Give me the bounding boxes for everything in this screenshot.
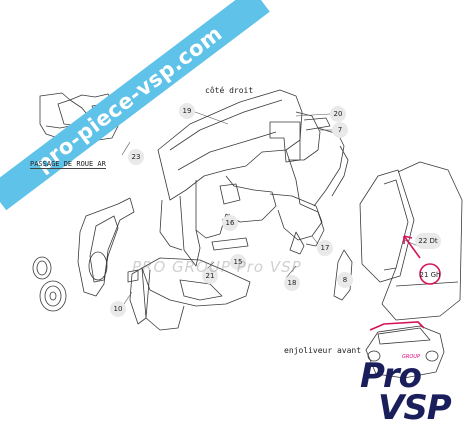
diagram-title: côté droit <box>205 86 254 95</box>
pillar-trim-parts <box>333 161 463 321</box>
watermark: PRO GROUP Pro VSP <box>132 258 302 276</box>
part-number: 22 Dt <box>415 233 441 249</box>
lamp-parts <box>32 256 139 312</box>
front-trim-highlight <box>369 321 425 331</box>
part-number: 17 <box>317 240 333 256</box>
part-number: 15 <box>230 254 246 270</box>
logo-group-text: GROUP <box>402 354 420 360</box>
provsp-logo: GROUP Pro VSP <box>352 352 464 434</box>
part-number-highlighted: 21 Gh <box>419 271 441 279</box>
part-number: 8 <box>337 272 353 288</box>
highlight-arrowhead <box>403 235 413 244</box>
light-housing-part <box>77 197 135 297</box>
inner-wing-structure <box>157 89 349 267</box>
highlight-marks <box>369 235 441 331</box>
logo-pro-text: Pro <box>360 356 422 396</box>
part-number: 21 <box>202 268 218 284</box>
wheel-arch-label: PASSAGE DE ROUE AR <box>30 160 106 169</box>
part-number: 16 <box>222 215 238 231</box>
logo-vsp-text: VSP <box>378 388 452 428</box>
part-number: 7 <box>332 122 348 138</box>
front-trim-label: enjoliveur avant <box>284 346 362 355</box>
part-number: 20 <box>330 106 346 122</box>
part-number: 18 <box>284 275 300 291</box>
part-number: 10 <box>110 301 126 317</box>
highlight-circle <box>419 263 441 285</box>
car-outline <box>365 325 445 379</box>
floor-chassis <box>129 257 251 331</box>
highlight-arrow <box>403 235 421 259</box>
part-number: 19 <box>179 103 195 119</box>
part-number: 23 <box>128 149 144 165</box>
bracket-part <box>269 117 331 163</box>
